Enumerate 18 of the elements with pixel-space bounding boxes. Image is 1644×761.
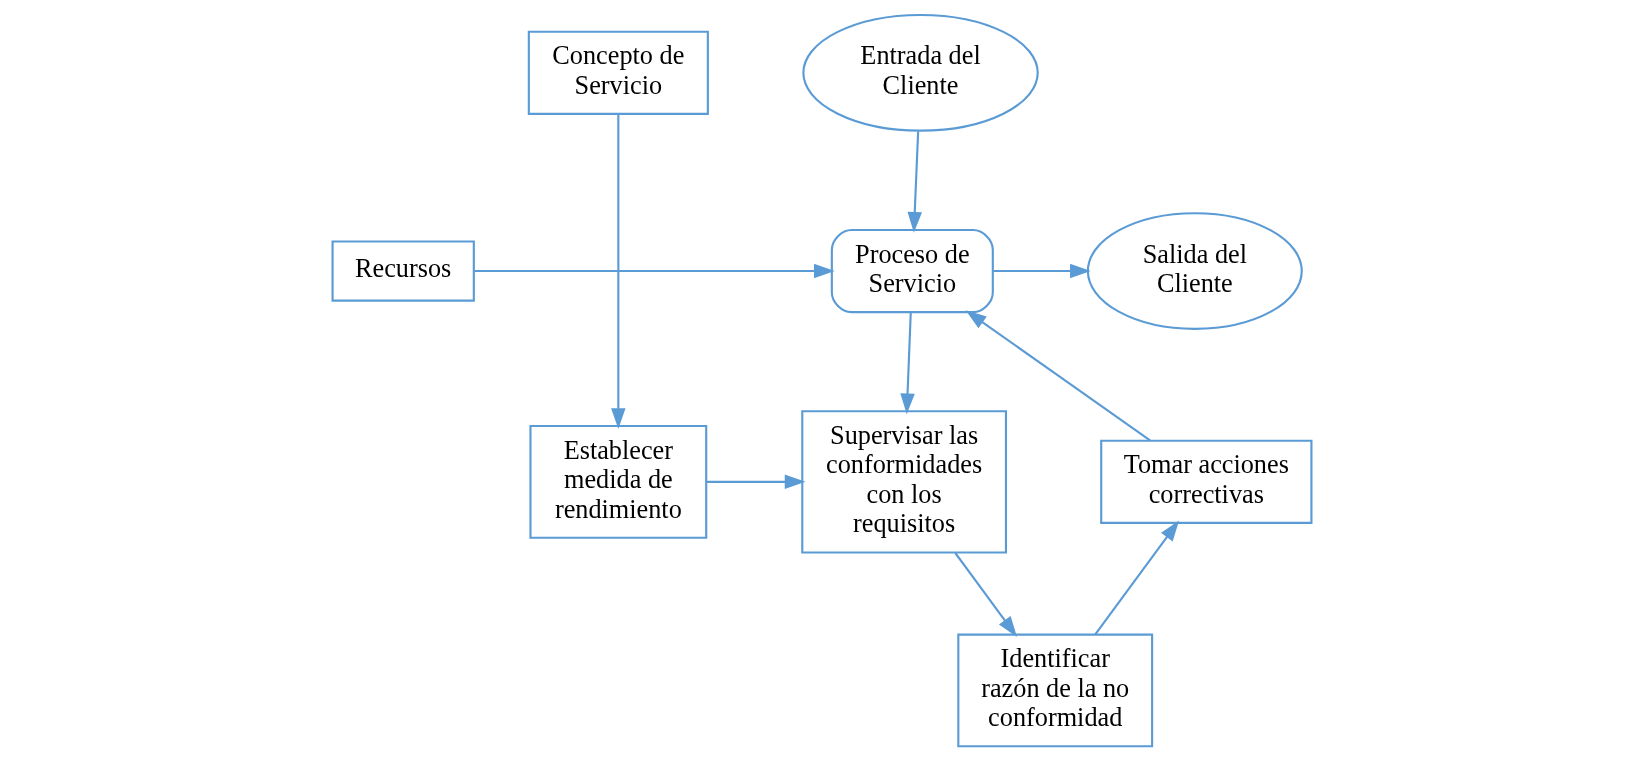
arrow xyxy=(706,474,806,490)
node-box: Tomar acciones correctivas xyxy=(1100,439,1313,524)
arrow xyxy=(954,552,1018,637)
node-box: Recursos xyxy=(331,240,475,302)
arrow xyxy=(474,263,835,279)
arrow xyxy=(611,114,626,429)
node-box: Supervisar las conformidades con los requisitos xyxy=(801,410,1008,554)
node-box: Identificar razón de la no conformidad xyxy=(957,633,1154,748)
arrow xyxy=(992,263,1091,279)
node-box: Proceso de Servicio xyxy=(830,228,994,314)
arrow xyxy=(1094,520,1180,636)
node-ellipse: Entrada del Cliente xyxy=(802,13,1039,132)
node-ellipse: Salida del Cliente xyxy=(1086,212,1303,330)
arrow xyxy=(907,131,922,233)
arrow xyxy=(900,312,915,415)
node-box: Concepto de Servicio xyxy=(527,30,709,115)
arrow xyxy=(965,310,1151,442)
node-box: Establecer medida de rendimiento xyxy=(529,424,708,539)
